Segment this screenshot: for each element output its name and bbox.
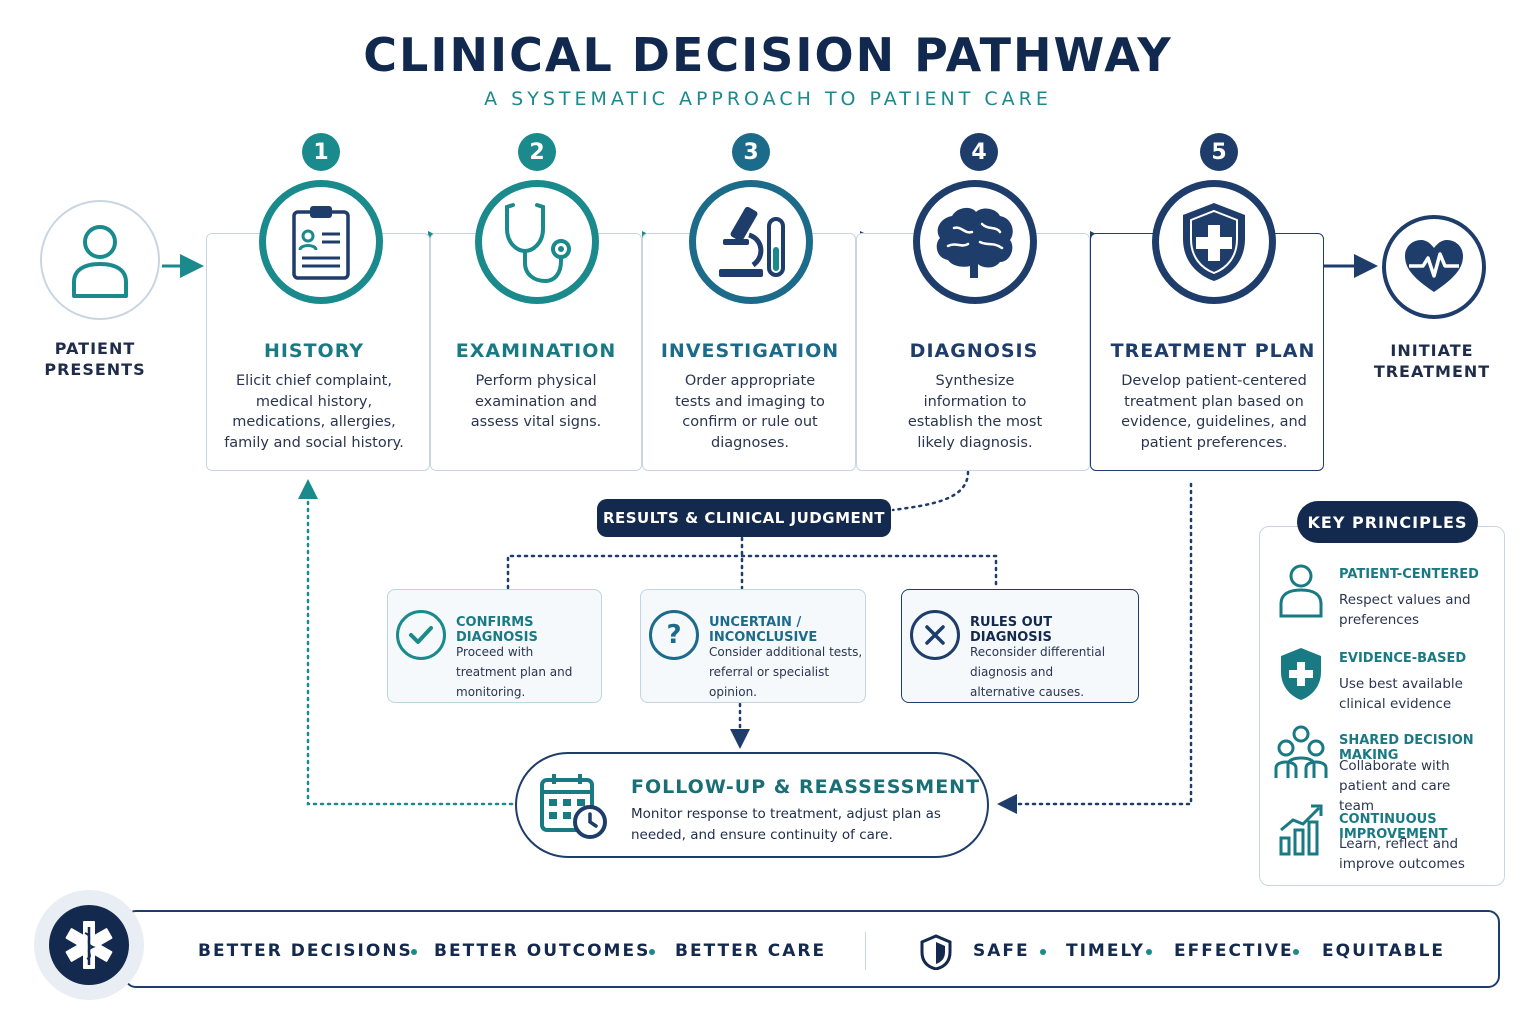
stethoscope-icon: [505, 203, 571, 284]
shield-cross-icon: [1183, 203, 1245, 281]
page-subtitle: A SYSTEMATIC APPROACH TO PATIENT CARE: [484, 88, 1052, 110]
start-label: PATIENT PRESENTS: [44, 339, 146, 379]
step-title: INVESTIGATION: [660, 340, 840, 362]
step-description: Elicit chief complaint, medical history,…: [224, 373, 404, 451]
step-description: Order appropriate tests and imaging to c…: [675, 373, 825, 451]
results-judgment-label: RESULTS & CLINICAL JUDGMENT: [597, 499, 891, 537]
footer-value: SAFE: [973, 941, 1030, 961]
separator-dot: [411, 949, 417, 955]
principle-title: EVIDENCE-BASED: [1339, 651, 1467, 666]
footer-value: TIMELY: [1066, 941, 1145, 961]
heart-pulse-icon: [1405, 240, 1463, 292]
principle-title: CONTINUOUS IMPROVEMENT: [1339, 812, 1448, 842]
footer-value: EQUITABLE: [1322, 941, 1446, 961]
principle-description: Respect values and preferences: [1339, 592, 1471, 628]
star-of-life-icon: [65, 921, 113, 969]
step-icon-circle: [1152, 180, 1276, 304]
separator-dot: [1146, 949, 1152, 955]
patient-circle: [40, 200, 160, 320]
step-number-badge: 3: [732, 133, 770, 171]
person-icon: [1279, 564, 1323, 618]
step-description: Synthesize information to establish the …: [907, 373, 1043, 451]
outcome-uncertain[interactable]: ? UNCERTAIN / INCONCLUSIVE Consider addi…: [640, 589, 866, 703]
step-card-treatment-plan[interactable]: [1090, 233, 1324, 471]
step-title: HISTORY: [263, 340, 365, 362]
step-number-badge: 4: [960, 133, 998, 171]
clipboard-icon: [292, 206, 350, 280]
growth-chart-icon: [1279, 804, 1323, 856]
check-icon: [396, 610, 446, 660]
step-title: DIAGNOSIS: [909, 340, 1039, 362]
question-icon: ?: [649, 610, 699, 660]
step-title: EXAMINATION: [455, 340, 617, 362]
brain-icon: [936, 207, 1013, 278]
calendar-clock-icon: [540, 774, 607, 839]
outcome-confirms[interactable]: CONFIRMS DIAGNOSIS Proceed with treatmen…: [387, 589, 602, 703]
separator-dot: [1040, 949, 1046, 955]
followup-title: FOLLOW-UP & REASSESSMENT: [631, 776, 981, 798]
separator-dot: [1293, 949, 1299, 955]
footer-value: EFFECTIVE: [1174, 941, 1294, 961]
step-icon-circle: [475, 180, 599, 304]
step-icon-circle: [259, 180, 383, 304]
principle-description: Collaborate with patient and care team: [1339, 758, 1451, 814]
footer-tagline: BETTER CARE: [675, 941, 827, 961]
x-icon: [910, 610, 960, 660]
outcome-description: Consider additional tests, referral or s…: [709, 645, 863, 699]
principle-title: PATIENT-CENTERED: [1339, 567, 1479, 582]
step-number-badge: 1: [302, 133, 340, 171]
step-title: TREATMENT PLAN: [1110, 340, 1316, 362]
followup-description: Monitor response to treatment, adjust pl…: [631, 806, 941, 843]
step-number-badge: 5: [1200, 133, 1238, 171]
initiate-treatment-circle: [1382, 215, 1486, 319]
separator-dot: [649, 949, 655, 955]
outcome-description: Reconsider differential diagnosis and al…: [970, 645, 1106, 699]
principle-description: Use best available clinical evidence: [1339, 676, 1463, 712]
footer-logo: [34, 890, 144, 1000]
step-icon-circle: [913, 180, 1037, 304]
footer-bar: [124, 910, 1500, 988]
footer-tagline: BETTER OUTCOMES: [434, 941, 651, 961]
footer-divider: [865, 932, 866, 970]
step-number-badge: 2: [518, 133, 556, 171]
key-principles-heading: KEY PRINCIPLES: [1297, 501, 1478, 543]
step-description: Develop patient-centered treatment plan …: [1121, 373, 1307, 451]
page-title: CLINICAL DECISION PATHWAY: [363, 28, 1173, 82]
shield-icon: [920, 934, 952, 970]
step-description: Perform physical examination and assess …: [470, 373, 602, 430]
outcome-title: CONFIRMS DIAGNOSIS: [456, 615, 538, 645]
shield-cross-icon: [1281, 648, 1321, 700]
outcome-title: UNCERTAIN / INCONCLUSIVE: [709, 615, 818, 645]
outcome-description: Proceed with treatment plan and monitori…: [456, 645, 573, 699]
outcome-rules-out[interactable]: RULES OUT DIAGNOSIS Reconsider different…: [901, 589, 1139, 703]
principle-description: Learn, reflect and improve outcomes: [1339, 836, 1465, 872]
outcome-title: RULES OUT DIAGNOSIS: [970, 615, 1053, 645]
step-icon-circle: [689, 180, 813, 304]
footer-tagline: BETTER DECISIONS: [198, 941, 413, 961]
person-icon: [72, 225, 128, 298]
microscope-icon: [719, 206, 785, 277]
principle-title: SHARED DECISION MAKING: [1339, 733, 1474, 763]
end-label: INITIATE TREATMENT: [1373, 341, 1491, 381]
group-icon: [1274, 725, 1328, 778]
